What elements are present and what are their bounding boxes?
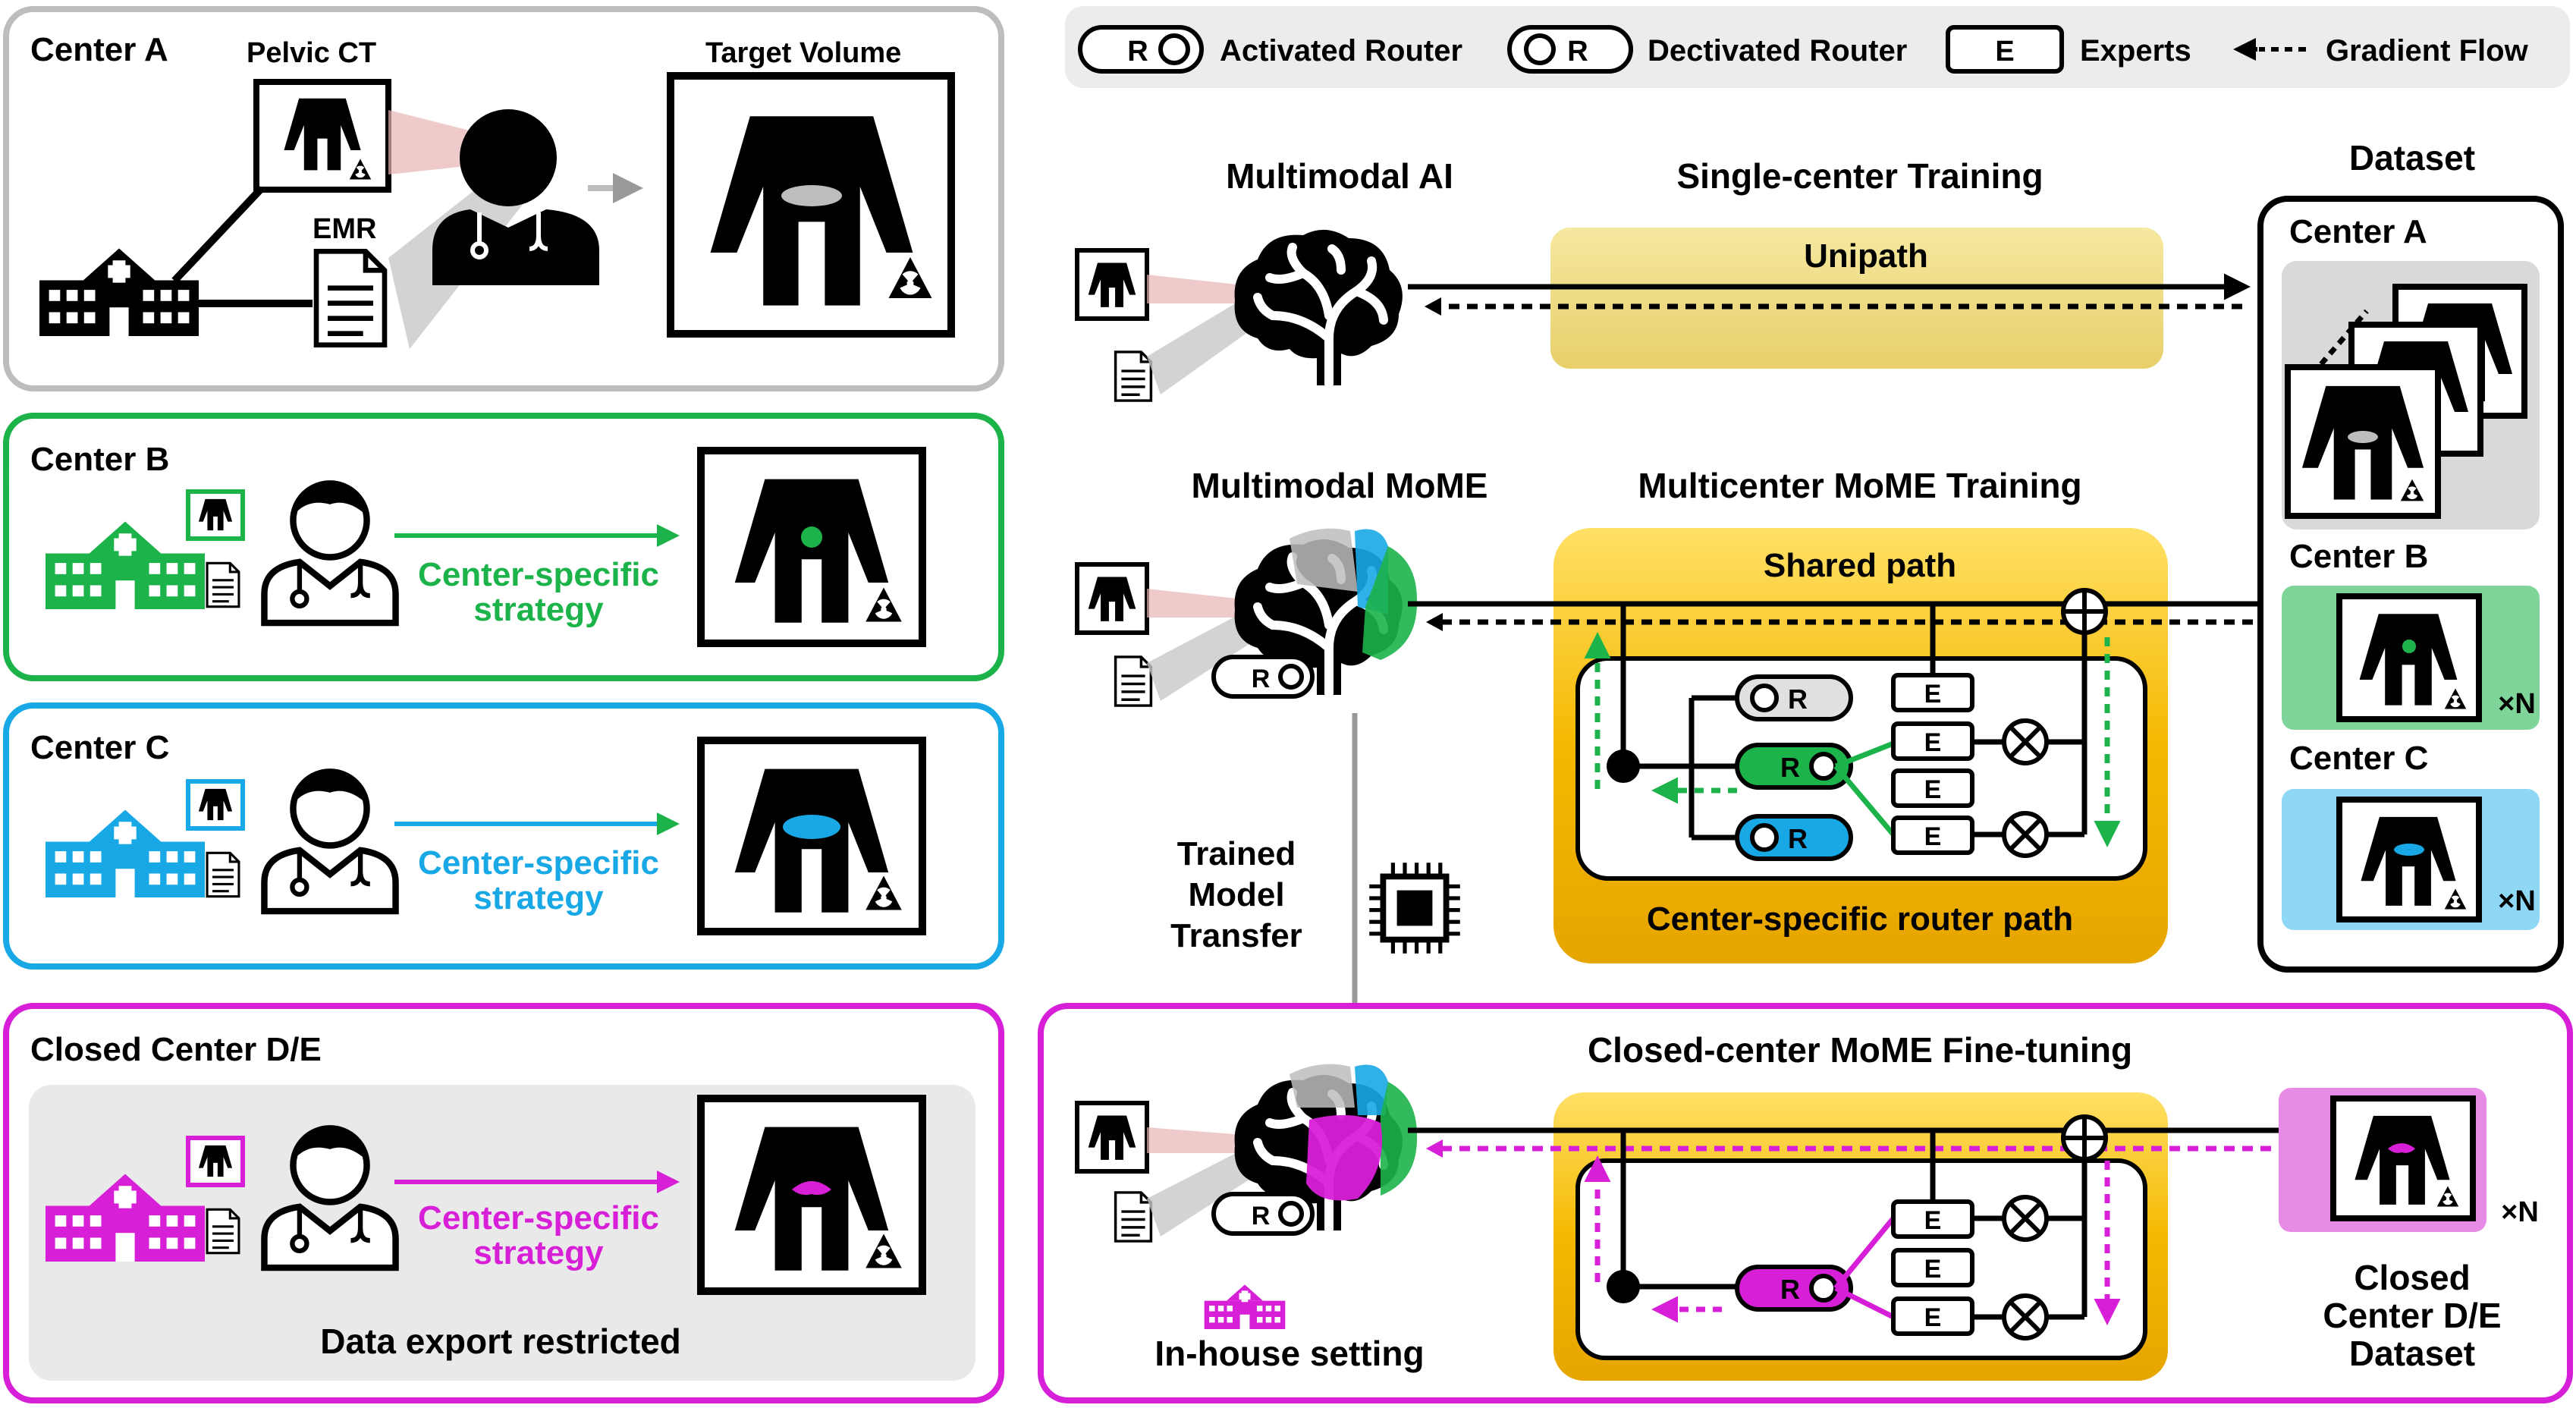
- center-b-strategy-line1: Center-specific: [418, 556, 659, 593]
- legend-experts-icon: E: [1946, 25, 2064, 74]
- svg-text:E: E: [1924, 680, 1942, 709]
- center-a-title: Center A: [30, 31, 168, 68]
- closed-dataset-multiplier: ×N: [2501, 1196, 2539, 1228]
- finetune-expert-stack: E E E: [1891, 1199, 1974, 1336]
- center-de-strategy-line1: Center-specific: [418, 1199, 659, 1237]
- dataset-title: Dataset: [2349, 138, 2475, 178]
- multimodal-mome-label: Multimodal MoME: [1192, 466, 1488, 505]
- center-b-strategy-line2: strategy: [473, 591, 604, 628]
- mome-brain-icon: [1235, 528, 1418, 695]
- svg-text:E: E: [1924, 728, 1942, 757]
- router-activated-green: R: [1735, 743, 1853, 790]
- center-de-strategy-line2: strategy: [473, 1234, 604, 1271]
- multicenter-training-label: Multicenter MoME Training: [1638, 466, 2081, 505]
- expert-stack: E E E E: [1891, 673, 1974, 855]
- model-transfer: Trained Model Transfer: [1170, 713, 1460, 1051]
- target-volume-label: Target Volume: [705, 37, 901, 69]
- multiply-node-1: [2002, 718, 2049, 765]
- multiply-node-2: [2002, 811, 2049, 858]
- svg-text:R: R: [1780, 752, 1800, 783]
- unipath-bar: [1550, 228, 2163, 369]
- multimodal-ai-label: Multimodal AI: [1226, 156, 1453, 196]
- svg-text:E: E: [1924, 1206, 1942, 1235]
- data-export-restricted-label: Data export restricted: [320, 1322, 681, 1361]
- svg-text:R: R: [1788, 684, 1808, 715]
- emr-label: EMR: [313, 213, 376, 245]
- router-activated-magenta: R: [1735, 1265, 1853, 1312]
- closed-dataset-line3: Dataset: [2349, 1334, 2475, 1373]
- ct-image-icon: [253, 79, 391, 193]
- pelvic-ct-label: Pelvic CT: [247, 37, 376, 69]
- row-single-center: Multimodal AI Single-center Training Uni…: [1075, 156, 2251, 402]
- transfer-line2: Model: [1188, 876, 1284, 913]
- finetune-multiply-2: [2002, 1293, 2049, 1340]
- svg-text:E: E: [1924, 775, 1942, 804]
- row-multicenter: Multimodal MoME Multicenter MoME Trainin…: [1075, 466, 2336, 963]
- router-path-label: Center-specific router path: [1647, 900, 2073, 938]
- center-c-panel: Center C Center-specific strategy: [3, 702, 1004, 970]
- svg-text:R: R: [1252, 1202, 1271, 1230]
- router-deactivated-blue: R: [1735, 814, 1853, 861]
- legend-experts-label: Experts: [2080, 34, 2191, 68]
- router-deactivated-gray: R: [1735, 674, 1853, 721]
- closed-dataset-line2: Center D/E: [2323, 1296, 2501, 1335]
- mome-router-icon: R: [1211, 655, 1315, 699]
- target-volume-image: [667, 72, 955, 338]
- svg-text:E: E: [1995, 36, 2014, 68]
- center-c-strategy-line1: Center-specific: [418, 844, 659, 882]
- svg-text:R: R: [1127, 36, 1148, 68]
- svg-text:R: R: [1780, 1274, 1800, 1305]
- center-b-title: Center B: [30, 441, 169, 478]
- finetune-brain-icon: [1235, 1064, 1418, 1230]
- transfer-line3: Transfer: [1170, 917, 1302, 954]
- finetune-multiply-1: [2002, 1195, 2049, 1242]
- single-center-training-label: Single-center Training: [1676, 156, 2043, 196]
- emr-document-icon: [316, 251, 385, 344]
- chip-icon: [1369, 863, 1460, 954]
- center-b-panel: Center B Center-specific strategy: [3, 413, 1004, 681]
- center-de-panel: Closed Center D/E Center-specific strate…: [3, 1003, 1004, 1403]
- dataset-panel: Dataset Center A Center B ×N Center C ×N: [2257, 138, 2564, 973]
- center-de-title: Closed Center D/E: [30, 1031, 322, 1068]
- dataset-center-b-multiplier: ×N: [2498, 688, 2536, 720]
- legend-deactivated-router-icon: R: [1507, 25, 1633, 74]
- svg-text:E: E: [1924, 822, 1942, 851]
- shared-path-label: Shared path: [1764, 547, 1956, 584]
- closed-center-training-label: Closed-center MoME Fine-tuning: [1588, 1030, 2132, 1070]
- legend: R Activated Router R Dectivated Router E…: [1065, 6, 2570, 88]
- svg-text:E: E: [1924, 1255, 1942, 1284]
- closed-dataset-line1: Closed: [2354, 1258, 2470, 1297]
- dataset-center-a-label: Center A: [2289, 213, 2427, 250]
- physician-icon: [432, 109, 599, 285]
- center-c-title: Center C: [30, 729, 169, 766]
- svg-text:R: R: [1788, 823, 1808, 854]
- legend-activated-router-label: Activated Router: [1220, 34, 1462, 68]
- legend-deactivated-router-label: Dectivated Router: [1648, 34, 1907, 68]
- unipath-label: Unipath: [1804, 237, 1928, 275]
- dataset-center-c-multiplier: ×N: [2498, 885, 2536, 917]
- svg-text:R: R: [1567, 36, 1588, 68]
- svg-text:R: R: [1252, 665, 1271, 693]
- dataset-center-b-label: Center B: [2289, 538, 2428, 575]
- row-closed-center: Closed-center MoME Fine-tuning R In-hous…: [1038, 1003, 2573, 1403]
- inhouse-setting-label: In-house setting: [1154, 1334, 1424, 1373]
- center-c-strategy-line2: strategy: [473, 879, 604, 916]
- finetune-router-icon: R: [1211, 1192, 1315, 1236]
- center-a-panel: Center A Pelvic CT EMR Target Volume: [3, 6, 1004, 391]
- transfer-line1: Trained: [1177, 835, 1296, 872]
- svg-text:E: E: [1924, 1303, 1942, 1332]
- legend-gradient-flow-label: Gradient Flow: [2326, 34, 2529, 68]
- legend-activated-router-icon: R: [1078, 25, 1204, 74]
- dataset-center-c-label: Center C: [2289, 740, 2428, 777]
- multimodal-ai-brain-icon: [1235, 230, 1403, 385]
